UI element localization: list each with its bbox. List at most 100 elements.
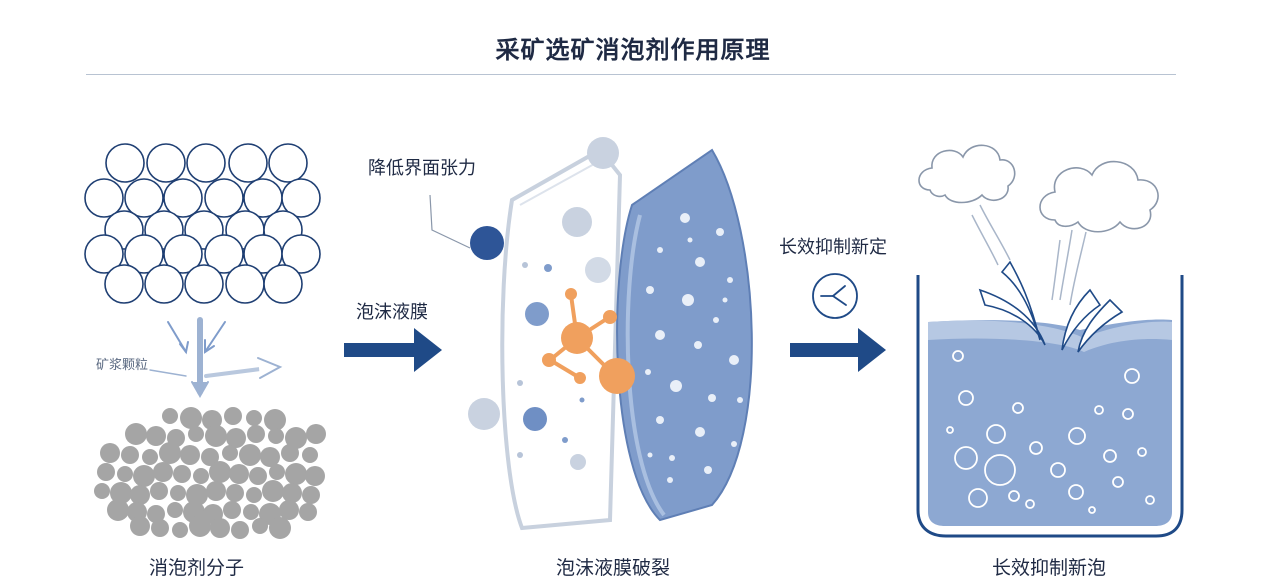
- gray-particle: [146, 426, 166, 446]
- film-dot: [680, 213, 690, 223]
- film-dot: [695, 427, 705, 437]
- gray-particle: [279, 500, 299, 520]
- beaker-bubble: [958, 390, 974, 406]
- foam-bubble: [281, 234, 321, 274]
- beaker-bubble: [1068, 484, 1084, 500]
- title-divider: [86, 74, 1176, 75]
- film-dot: [655, 330, 665, 340]
- gray-particle: [306, 424, 326, 444]
- beaker-bubble: [1025, 499, 1035, 509]
- foam-bubble: [268, 143, 308, 183]
- gray-particle: [285, 427, 307, 449]
- caption-film-rupture: 泡沫液膜破裂: [556, 557, 671, 579]
- gray-particle: [247, 425, 265, 443]
- beaker-bubble: [1124, 368, 1140, 384]
- gray-particle: [231, 521, 249, 539]
- foam-bubble: [204, 178, 244, 218]
- film-dot: [729, 355, 739, 365]
- gray-particle-cluster: [94, 407, 326, 539]
- film-dot: [667, 477, 673, 483]
- film-dot: [713, 317, 719, 323]
- gray-particle: [302, 486, 320, 504]
- foam-bubble: [124, 234, 164, 274]
- gray-particle: [100, 443, 120, 463]
- gray-particle: [180, 445, 200, 465]
- gray-particle: [201, 448, 219, 466]
- gray-particle: [186, 484, 208, 506]
- foam-bubble: [228, 143, 268, 183]
- beaker-bubble: [1029, 441, 1043, 455]
- beaker-bubble: [1050, 462, 1066, 478]
- gray-particle: [167, 502, 183, 518]
- arrow-right-icon: [790, 328, 886, 372]
- film-dot: [694, 341, 702, 349]
- gray-particle: [305, 466, 325, 486]
- beaker-bubble: [1008, 490, 1020, 502]
- beaker-bubble: [954, 446, 978, 470]
- gray-particle: [125, 423, 147, 445]
- foam-bubble: [84, 234, 124, 274]
- gray-particle: [252, 518, 268, 534]
- gray-particle: [117, 466, 133, 482]
- foam-bubble: [186, 143, 226, 183]
- caption-long-term-suppress: 长效抑制新泡: [992, 557, 1107, 579]
- long-term-inhibit-label: 长效抑制新定: [779, 237, 887, 258]
- gray-particle: [172, 522, 188, 538]
- gray-particle: [268, 428, 284, 444]
- ore-particles-label: 矿浆颗粒: [96, 358, 149, 373]
- film-dot: [682, 294, 694, 306]
- film-dot: [727, 277, 733, 283]
- gray-particle: [226, 428, 246, 448]
- foam-bubble: [104, 264, 144, 304]
- gray-particle: [210, 518, 230, 538]
- gray-particle: [189, 515, 211, 537]
- gray-particle: [243, 504, 259, 520]
- foam-bubble: [144, 264, 184, 304]
- gray-particle: [150, 482, 168, 500]
- gray-particle: [299, 503, 317, 521]
- gray-particle: [282, 483, 302, 503]
- film-dot: [645, 369, 651, 375]
- beaker-bubble: [1088, 506, 1096, 514]
- gray-particle: [229, 464, 249, 484]
- floating-bubbles: [468, 137, 619, 470]
- gray-particle: [246, 487, 262, 503]
- beaker-bubble: [1112, 476, 1124, 488]
- gray-particle: [239, 444, 261, 466]
- foam-bubble: [84, 178, 124, 218]
- gray-particle: [159, 442, 181, 464]
- gray-particle: [222, 445, 238, 461]
- gray-particle: [121, 446, 139, 464]
- gray-particle: [130, 516, 150, 536]
- gray-particle: [130, 485, 150, 505]
- foam-bubble: [124, 178, 164, 218]
- gray-particle: [260, 447, 280, 467]
- gray-particle: [153, 462, 173, 482]
- foam-bubble: [204, 234, 244, 274]
- foam-bubble: [105, 143, 145, 183]
- film-thick-membrane: [616, 148, 753, 522]
- beaker-bubble: [1122, 408, 1134, 420]
- gray-particle: [110, 482, 132, 504]
- gray-particle: [262, 480, 284, 502]
- gray-particle: [97, 463, 115, 481]
- beaker-bubble: [952, 350, 964, 362]
- cloud-icon: [918, 144, 1016, 204]
- gray-particle: [188, 426, 204, 442]
- beaker-bubble: [1145, 495, 1155, 505]
- steam-streaks: [971, 204, 1087, 306]
- gray-particle: [205, 425, 227, 447]
- ore-flow-arrows: [149, 317, 283, 399]
- caption-defoamer-molecule: 消泡剂分子: [149, 557, 245, 579]
- gray-particle: [281, 444, 299, 462]
- beaker-bubble: [968, 488, 988, 508]
- film-dot: [731, 441, 737, 447]
- gray-particle: [133, 465, 155, 487]
- film-dot: [669, 455, 675, 461]
- film-dot: [656, 416, 664, 424]
- gray-particle: [206, 481, 226, 501]
- film-dot: [704, 466, 712, 474]
- gray-particle: [162, 408, 178, 424]
- gray-particle: [107, 499, 129, 521]
- lower-tension-label: 降低界面张力: [368, 158, 476, 179]
